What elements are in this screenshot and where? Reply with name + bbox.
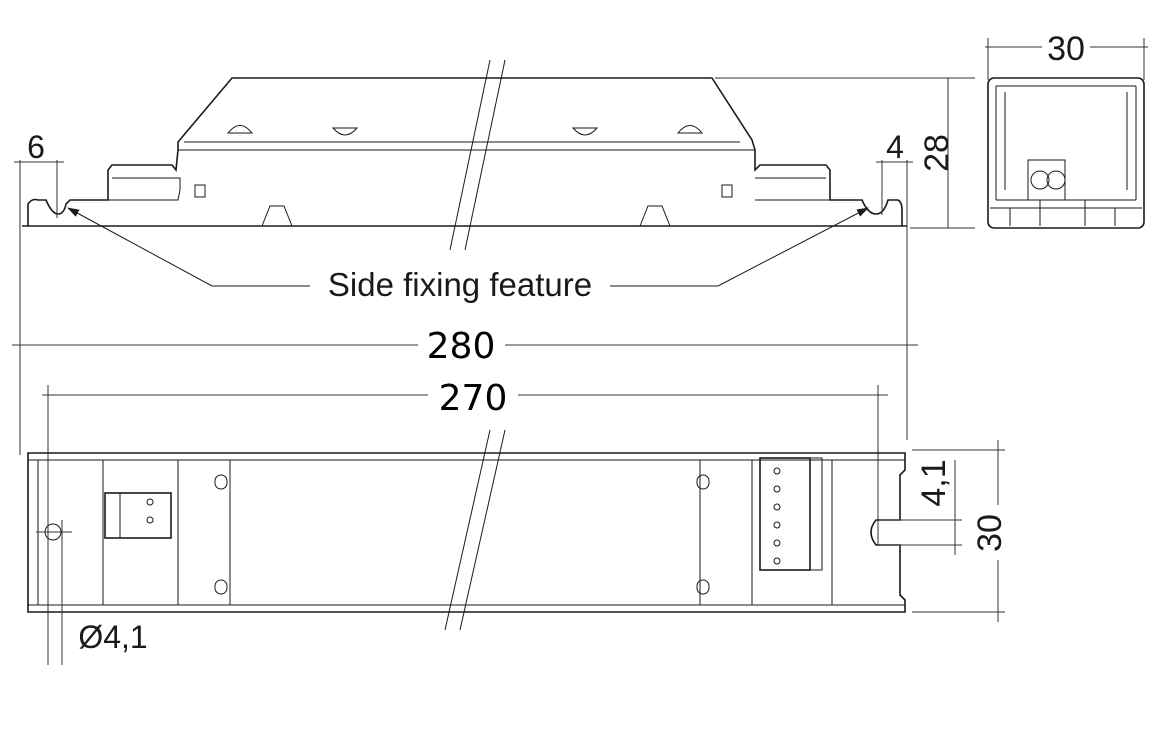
break-line: [444, 429, 506, 631]
dim-30-bottom: 30: [912, 440, 1009, 622]
side-fixing-callout: Side fixing feature: [67, 207, 869, 303]
callout-label: Side fixing feature: [328, 266, 592, 303]
overall-length-label: 280: [427, 326, 496, 367]
bottom-width-label: 30: [971, 514, 1009, 552]
end-width-label: 30: [1047, 30, 1085, 68]
dim-4: 4: [876, 129, 913, 440]
dim-6: 6: [14, 129, 64, 455]
end-height-label: 28: [918, 134, 956, 172]
dim-right-label: 4: [886, 129, 904, 165]
break-line: [449, 59, 506, 251]
slot-width-label: 4,1: [915, 459, 953, 506]
dim-left-label: 6: [27, 129, 45, 165]
end-view: 30 28: [715, 30, 1148, 229]
terminal-screws: [773, 467, 781, 565]
dim-280: 280: [12, 326, 918, 367]
hole-diameter-label: Ø4,1: [78, 619, 147, 655]
dim-4-1: 4,1: [880, 459, 962, 555]
bottom-view: Ø4,1: [27, 429, 906, 665]
side-view: [22, 59, 907, 251]
dim-270: 270: [42, 378, 888, 665]
fixing-distance-label: 270: [439, 378, 508, 419]
